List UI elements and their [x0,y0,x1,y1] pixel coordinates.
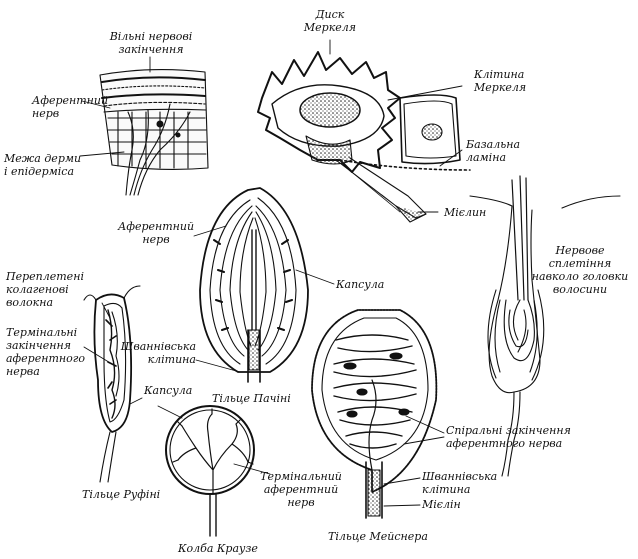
label-schwann-cell-1: Шваннівська клітина [112,340,196,366]
free-nerve-endings-illustration [100,70,208,195]
merkel-disc-illustration [258,52,470,222]
label-free-nerve-endings: Вільні нервові закінчення [108,30,194,56]
label-myelin-2: Мієлін [422,498,482,511]
label-pacinian-corpuscle: Тільце Пачіні [212,392,302,405]
label-schwann-cell-2: Шваннівська клітина [422,470,508,496]
label-basal-lamina: Базальна ламіна [466,138,546,164]
label-collagen-fibers: Переплетені колагенові волокна [6,270,84,309]
label-terminal-afferent-nerve: Термінальний аферентний нерв [256,470,346,509]
label-myelin-1: Мієлин [444,206,504,219]
label-hair-plexus: Нервове сплетіння навколо головки волоси… [528,244,632,296]
label-capsule-2: Капсула [144,384,204,397]
label-dermis-epidermis-border: Межа дерми і епідерміса [4,152,88,178]
ruffini-corpuscle-illustration [84,286,140,482]
krause-bulb-illustration [166,406,254,536]
label-ruffini-corpuscle: Тільце Руфіні [82,488,162,501]
label-terminal-endings: Термінальні закінчення аферентного нерва [6,326,84,378]
label-afferent-nerve-1: Аферентний нерв [32,94,108,120]
label-merkel-disc: Диск Меркеля [286,8,374,34]
label-merkel-cell: Клітина Меркеля [474,68,554,94]
label-afferent-nerve-2: Аферентний нерв [118,220,194,246]
label-spiral-endings: Спіральні закінчення аферентного нерва [446,424,576,450]
label-krause-bulb: Колба Краузе [178,542,262,555]
label-meissner-corpuscle: Тільце Мейснера [328,530,438,543]
label-capsule-1: Капсула [336,278,396,291]
pacinian-corpuscle-illustration [200,188,308,382]
